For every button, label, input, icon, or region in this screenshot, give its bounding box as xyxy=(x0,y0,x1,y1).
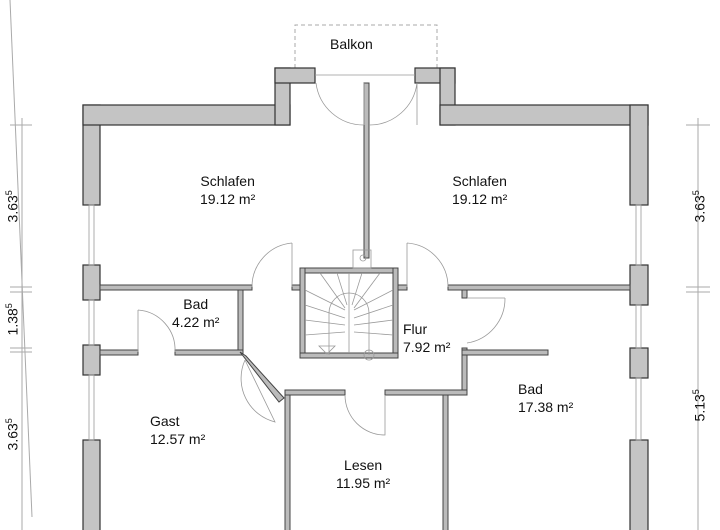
dimension-right-2: 5.135 xyxy=(690,389,708,422)
room-name: Lesen xyxy=(344,457,383,473)
room-name: Bad xyxy=(183,296,209,312)
left-dimension-line xyxy=(9,0,33,530)
room-bad-small: Bad 4.22 m² xyxy=(172,295,219,331)
dimension-left-1: 3.635 xyxy=(3,190,21,223)
room-bad-large: Bad 17.38 m² xyxy=(518,380,573,416)
room-area: 4.22 m² xyxy=(172,314,220,330)
windows xyxy=(88,74,642,441)
staircase xyxy=(304,249,394,361)
room-lesen: Lesen 11.95 m² xyxy=(336,456,390,492)
room-area: 7.92 m² xyxy=(403,339,451,355)
room-area: 11.95 m² xyxy=(336,475,391,491)
room-area: 19.12 m² xyxy=(200,191,256,207)
room-schlafen-left: Schlafen 19.12 m² xyxy=(200,172,255,208)
dimension-right-1: 3.635 xyxy=(690,190,708,223)
room-name: Schlafen xyxy=(200,173,255,189)
room-gast: Gast 12.57 m² xyxy=(150,412,205,448)
room-area: 19.12 m² xyxy=(452,191,508,207)
outer-walls xyxy=(82,67,649,530)
balcony-outline xyxy=(294,24,438,68)
dimension-left-3: 3.635 xyxy=(3,418,21,451)
room-area: 17.38 m² xyxy=(518,399,574,415)
dimension-left-2: 1.385 xyxy=(3,303,21,336)
right-dimension-line xyxy=(686,118,710,530)
balcony-label: Balkon xyxy=(330,36,373,52)
room-name: Gast xyxy=(150,413,180,429)
room-flur: Flur 7.92 m² xyxy=(403,320,450,356)
room-name: Bad xyxy=(518,381,543,397)
interior-walls xyxy=(99,82,631,530)
room-area: 12.57 m² xyxy=(150,431,206,447)
doors xyxy=(137,82,506,436)
room-schlafen-right: Schlafen 19.12 m² xyxy=(452,172,507,208)
room-name: Flur xyxy=(403,321,428,337)
room-name: Schlafen xyxy=(452,173,507,189)
